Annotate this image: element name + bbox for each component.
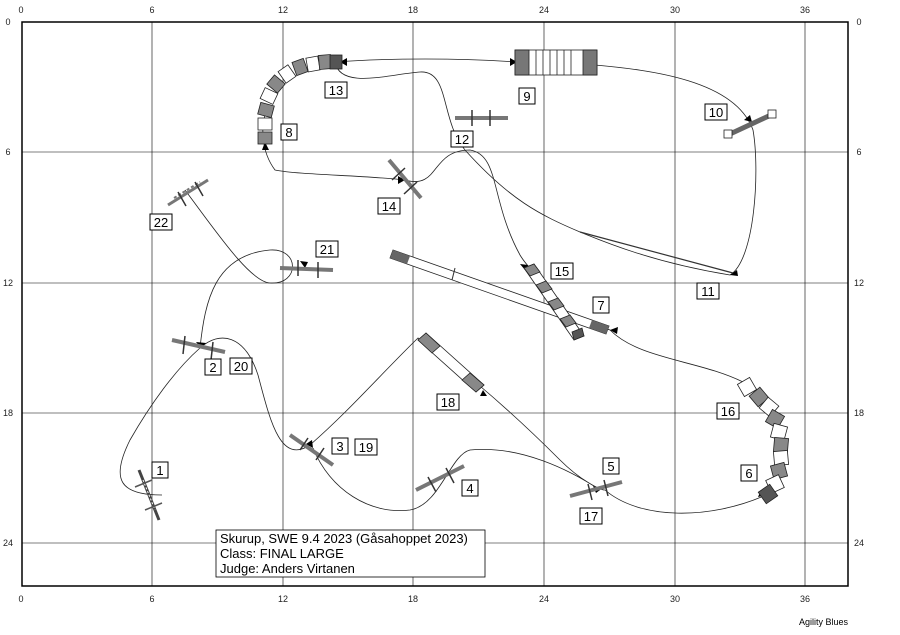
jump-3: [288, 433, 335, 467]
tick-label: 18: [408, 594, 418, 604]
obstacle-number: 22: [154, 215, 168, 230]
label-3: 3: [331, 437, 349, 455]
obstacle-number: 19: [359, 440, 373, 455]
label-7: 7: [592, 296, 610, 314]
course-path: [119, 58, 783, 514]
obstacle-number: 21: [320, 242, 334, 257]
aframe-18: [417, 332, 485, 393]
label-12: 12: [450, 130, 474, 148]
tire-10: [723, 109, 777, 139]
label-18: 18: [436, 393, 460, 411]
number-labels: 1 2 3 4 5 6 7 8 9 10 11 12 13 14 15 16 1…: [149, 81, 758, 525]
label-4: 4: [461, 479, 479, 497]
obstacle-number: 3: [336, 439, 343, 454]
tick-label: 36: [800, 594, 810, 604]
obstacle-number: 17: [584, 509, 598, 524]
info-event: Skurup, SWE 9.4 2023 (Gåsahoppet 2023): [220, 531, 468, 546]
label-14: 14: [377, 197, 401, 215]
tick-label: 12: [278, 5, 288, 15]
tick-label: 0: [18, 5, 23, 15]
jump-21: [279, 260, 334, 278]
y-axis-left: 0 6 12 18 24: [3, 17, 13, 548]
y-axis-right: 0 6 12 18 24: [854, 17, 864, 548]
tick-label: 18: [408, 5, 418, 15]
dogwalk-7: [389, 249, 610, 335]
label-2: 2: [204, 358, 222, 376]
obstacle-number: 13: [329, 83, 343, 98]
tick-label: 6: [5, 147, 10, 157]
credit-text: Agility Blues: [799, 617, 849, 627]
obstacle-number: 10: [709, 105, 723, 120]
tunnel-8: [257, 54, 343, 145]
tick-label: 24: [539, 5, 549, 15]
tick-label: 24: [539, 594, 549, 604]
info-class: Class: FINAL LARGE: [220, 546, 344, 561]
tick-label: 0: [18, 594, 23, 604]
obstacle-number: 2: [209, 360, 216, 375]
obstacle-number: 14: [382, 199, 396, 214]
tick-label: 18: [854, 408, 864, 418]
obstacle-number: 8: [285, 125, 292, 140]
jump-5: [569, 479, 623, 501]
label-8: 8: [280, 123, 298, 141]
jump-1: [134, 469, 163, 521]
tick-label: 30: [670, 594, 680, 604]
label-20: 20: [229, 357, 253, 375]
label-16: 16: [716, 402, 740, 420]
jump-22: [167, 178, 209, 207]
label-9: 9: [518, 87, 536, 105]
jump-12: [455, 110, 508, 126]
tick-label: 12: [278, 594, 288, 604]
weaves-11: [579, 231, 734, 274]
label-6: 6: [740, 464, 758, 482]
label-21: 21: [315, 240, 339, 258]
label-5: 5: [602, 457, 620, 475]
label-13: 13: [324, 81, 348, 99]
x-axis-top: 0 6 12 18 24 30 36: [18, 5, 810, 15]
tick-label: 18: [3, 408, 13, 418]
label-19: 19: [354, 438, 378, 456]
obstacle-number: 11: [701, 284, 715, 299]
label-1: 1: [151, 461, 169, 479]
tunnel-9: [514, 49, 598, 76]
obstacle-number: 9: [523, 89, 530, 104]
obstacle-number: 12: [455, 132, 469, 147]
obstacle-number: 4: [466, 481, 473, 496]
label-11: 11: [696, 282, 720, 300]
tick-label: 0: [5, 17, 10, 27]
obstacle-number: 20: [234, 359, 248, 374]
obstacle-number: 5: [607, 459, 614, 474]
x-axis-bottom: 0 6 12 18 24 30 36: [18, 594, 810, 604]
tick-label: 24: [3, 538, 13, 548]
jump-2: [171, 335, 226, 361]
tunnel-15: [523, 263, 585, 341]
label-17: 17: [579, 507, 603, 525]
jump-4: [415, 464, 465, 493]
obstacle-number: 1: [156, 463, 163, 478]
obstacle-number: 6: [745, 466, 752, 481]
tick-label: 12: [3, 278, 13, 288]
course-info-box: Skurup, SWE 9.4 2023 (Gåsahoppet 2023) C…: [215, 529, 486, 578]
label-10: 10: [704, 103, 728, 121]
tunnel-6: [736, 376, 790, 505]
label-22: 22: [149, 213, 173, 231]
tick-label: 12: [854, 278, 864, 288]
tick-label: 30: [670, 5, 680, 15]
obstacle-number: 7: [597, 298, 604, 313]
tick-label: 24: [854, 538, 864, 548]
label-15: 15: [550, 262, 574, 280]
tick-label: 6: [149, 594, 154, 604]
obstacle-number: 16: [721, 404, 735, 419]
obstacle-number: 15: [555, 264, 569, 279]
obstacle-number: 18: [441, 395, 455, 410]
tick-label: 6: [149, 5, 154, 15]
tick-label: 6: [856, 147, 861, 157]
info-judge: Judge: Anders Virtanen: [220, 561, 355, 576]
tick-label: 0: [856, 17, 861, 27]
tick-label: 36: [800, 5, 810, 15]
jump-14: [387, 158, 423, 200]
